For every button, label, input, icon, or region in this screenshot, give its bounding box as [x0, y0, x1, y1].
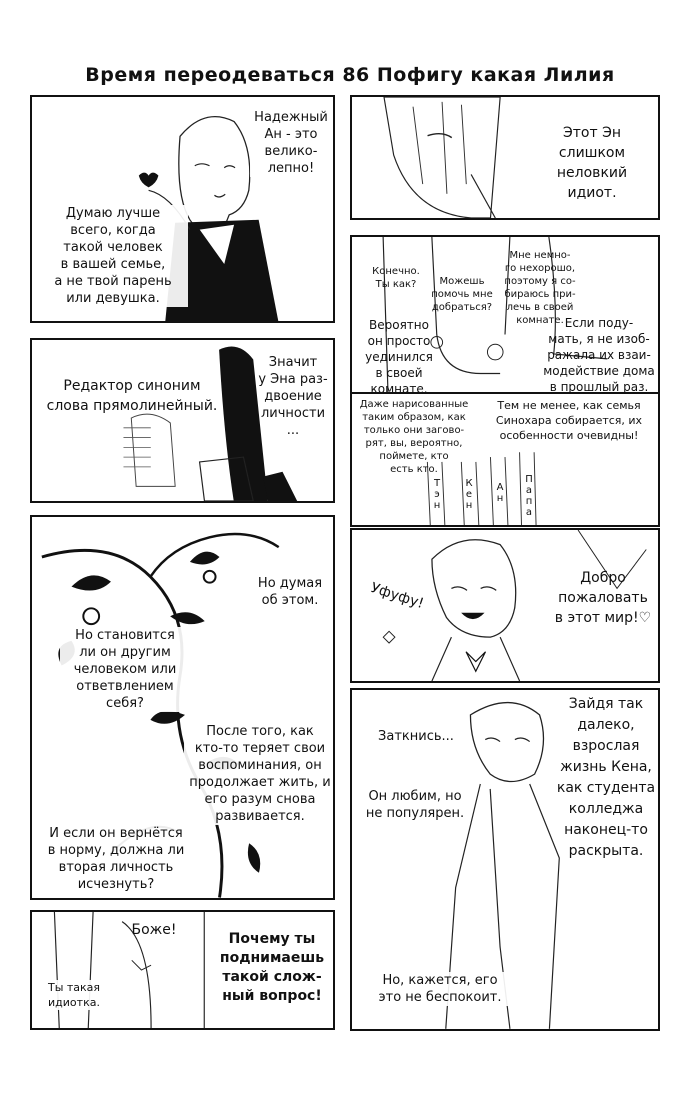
caption: Но думая об этом. — [250, 575, 330, 609]
panel-3-illustration — [382, 237, 608, 393]
speech-bubble: Этот Эн слишком неловкий идиот. — [556, 125, 628, 201]
panel-5: Даже нарисованные таким образом, как тол… — [350, 392, 660, 527]
character-label: К е н — [465, 478, 473, 511]
caption: После того, как кто-то теряет свои воспо… — [184, 723, 333, 825]
speech-bubble: Тем не менее, как семья Синохара собирае… — [495, 399, 643, 442]
panel-7: Уфуфу! Добро пожаловать в этот мир!♡ — [350, 528, 660, 683]
panel-4: Редактор синоним слова прямолинейный. Зн… — [30, 338, 335, 503]
caption: Но становится ли он другим человеком или… — [60, 627, 190, 712]
speech-bubble: Мне немно- го нехорошо, поэтому я со- би… — [504, 250, 576, 326]
caption: Вероятно он просто уединился в своей ком… — [365, 318, 433, 395]
panel-3: Конечно. Ты как? Можешь помочь мне добра… — [350, 235, 660, 395]
character-label: Т э н — [433, 478, 441, 511]
panel-5-illustration — [426, 452, 537, 525]
speech-bubble: Заткнись... — [378, 729, 454, 744]
panel-4-illustration — [123, 346, 298, 501]
panel-7-illustration — [382, 530, 647, 681]
speech-bubble: Редактор синоним слова прямолинейный. — [46, 378, 218, 414]
speech-bubble: Но, кажется, его это не беспокоит. — [360, 972, 520, 1006]
caption: Если поду- мать, я не изоб- ражала их вз… — [543, 316, 655, 394]
page-title: Время переодеваться 86 Пофигу какая Лили… — [85, 64, 615, 86]
panel-2-illustration — [383, 97, 501, 218]
speech-bubble: Можешь помочь мне добраться? — [431, 276, 493, 313]
panel-6: Но думая об этом. Но становится ли он др… — [30, 515, 335, 900]
panel-1: Надежный Ан - это велико- лепно! Думаю л… — [30, 95, 335, 323]
speech-bubble: Надежный Ан - это велико- лепно! — [250, 109, 332, 177]
caption: Зайдя так далеко, взрослая жизнь Кена, к… — [556, 696, 656, 859]
character-label: П а п а — [525, 474, 533, 518]
speech-bubble: Значит у Эна раз- двоение личности ... — [258, 355, 328, 438]
speech-bubble: Боже! — [131, 922, 177, 938]
speech-bubble: Он любим, но не популярен. — [365, 789, 465, 821]
panel-8: Заткнись... Зайдя так далеко, взрослая ж… — [350, 688, 660, 1031]
speech-bubble: Конечно. Ты как? — [372, 266, 420, 290]
speech-bubble: Ты такая идиотка. — [34, 980, 114, 1010]
speech-bubble: Даже нарисованные таким образом, как тол… — [359, 399, 469, 475]
speech-bubble: Думаю лучше всего, когда такой человек в… — [38, 205, 188, 307]
speech-bubble: Почему ты поднимаешь такой слож- ный воп… — [219, 931, 325, 1004]
caption: И если он вернётся в норму, должна ли вт… — [36, 825, 196, 893]
character-label: А н — [496, 482, 504, 504]
panel-9: Боже! Ты такая идиотка. Почему ты подним… — [30, 910, 335, 1030]
panel-1-illustration — [138, 116, 279, 321]
panel-2: Этот Эн слишком неловкий идиот. — [350, 95, 660, 220]
speech-bubble: Добро пожаловать в этот мир!♡ — [554, 570, 652, 626]
